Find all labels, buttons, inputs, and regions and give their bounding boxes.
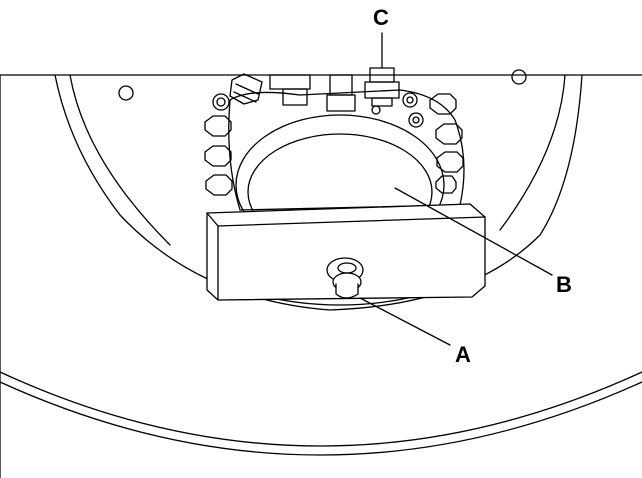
- fitting-c: [364, 67, 400, 115]
- leader-line-b: [394, 187, 553, 276]
- leader-line-a: [359, 297, 451, 346]
- fitting-left: [229, 73, 263, 105]
- housing-inner-arc: [0, 381, 642, 456]
- bowl-outline: [54, 74, 583, 311]
- bowl-right-wall: [499, 74, 566, 231]
- fitting-middle-left: [269, 74, 311, 106]
- mount-hole-right: [511, 69, 527, 85]
- mount-hole-left: [118, 85, 134, 101]
- housing-outer-arc: [0, 371, 642, 447]
- callout-label-c: C: [373, 5, 389, 30]
- callout-label-a: A: [455, 342, 471, 367]
- tool-bar: [206, 203, 486, 301]
- flange-body: [228, 89, 465, 211]
- bowl-left-wall: [69, 74, 171, 246]
- callout-label-b: B: [556, 272, 572, 297]
- bolt-ring-left: [204, 93, 233, 196]
- bolt-ring-right: [402, 92, 464, 194]
- center-bolt-a: [326, 257, 364, 299]
- fitting-middle: [326, 74, 356, 112]
